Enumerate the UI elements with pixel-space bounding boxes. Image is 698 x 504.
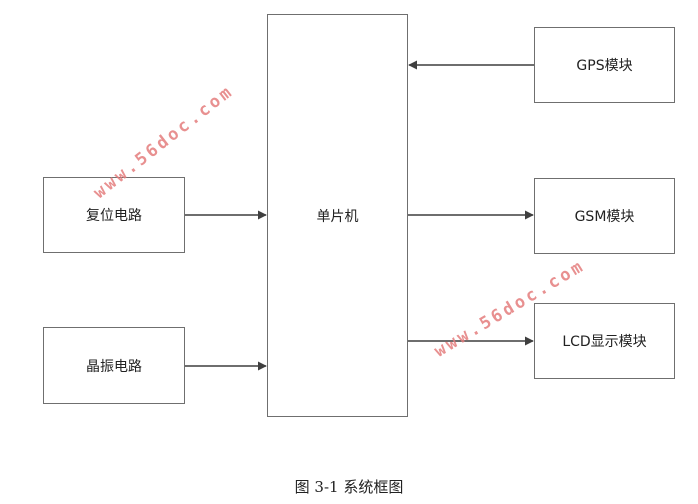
mcu-box: 单片机: [267, 14, 408, 417]
gps-module-box: GPS模块: [534, 27, 675, 103]
gps-module-label: GPS模块: [576, 58, 633, 74]
gsm-module-box: GSM模块: [534, 178, 675, 254]
gsm-module-label: GSM模块: [574, 209, 635, 225]
mcu-label: 单片机: [316, 208, 359, 225]
reset-circuit-box: 复位电路: [43, 177, 185, 253]
lcd-module-box: LCD显示模块: [534, 303, 675, 379]
oscillator-circuit-label: 晶振电路: [86, 358, 142, 375]
figure-caption: 图 3-1 系统框图: [294, 478, 404, 496]
lcd-module-label: LCD显示模块: [562, 334, 647, 350]
oscillator-circuit-box: 晶振电路: [43, 327, 185, 404]
reset-circuit-label: 复位电路: [86, 208, 142, 224]
